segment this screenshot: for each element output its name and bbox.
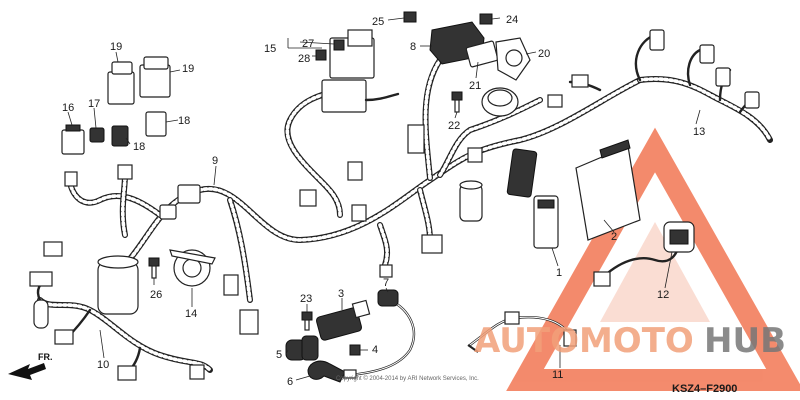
bracket-20 [495, 37, 531, 81]
drawing-code: KSZ4–F2900 [672, 383, 737, 395]
callout-2: 2 [611, 231, 617, 243]
bolt-26 [148, 257, 160, 279]
callout-7: 7 [383, 277, 389, 289]
callout-19b: 19 [182, 63, 194, 75]
callout-13: 13 [693, 126, 705, 138]
regulator-block [506, 148, 538, 198]
coil-boot-7 [377, 289, 399, 307]
callout-9: 9 [212, 155, 218, 167]
callout-15: 15 [264, 43, 276, 55]
callout-5: 5 [276, 349, 282, 361]
sub-harness-13 [568, 33, 773, 143]
callout-1: 1 [556, 267, 562, 279]
sensor-11 [467, 311, 577, 353]
fuse-28 [315, 49, 327, 61]
ignition-lead-7 [348, 298, 416, 377]
callout-12: 12 [657, 289, 669, 301]
horn-14 [169, 249, 216, 287]
callout-23: 23 [300, 293, 312, 305]
callout-8: 8 [410, 41, 416, 53]
clip-4 [349, 344, 361, 356]
watermark-part1: AUTOMOTO [474, 321, 694, 361]
ignition-coil-3 [316, 299, 371, 341]
copyright-text: Copyright © 2004-2014 by ARI Network Ser… [336, 375, 479, 382]
leader-lines [67, 17, 701, 381]
callout-14: 14 [185, 308, 197, 320]
plate-21 [465, 40, 499, 68]
relay-16 [61, 124, 85, 155]
relay-18a [111, 125, 129, 147]
callout-25: 25 [372, 16, 384, 28]
grommet-5 [285, 335, 319, 361]
bolt-24 [479, 13, 493, 25]
ecu-2 [575, 139, 641, 241]
callout-10: 10 [97, 359, 109, 371]
callout-24: 24 [506, 14, 518, 26]
callout-20: 20 [538, 48, 550, 60]
relay-18b [145, 111, 167, 137]
watermark-logo [506, 127, 800, 391]
callout-27: 27 [302, 38, 314, 50]
callout-17: 17 [88, 98, 100, 110]
callout-18b: 18 [178, 115, 190, 127]
callout-19a: 19 [110, 41, 122, 53]
callout-11: 11 [552, 369, 563, 381]
front-marker-label: FR. [38, 352, 53, 362]
callout-21: 21 [469, 80, 481, 92]
condenser-left [97, 255, 139, 315]
callout-26: 26 [150, 289, 162, 301]
relay-17 [89, 127, 105, 143]
callout-16: 16 [62, 102, 74, 114]
bolt-22 [451, 91, 463, 113]
callout-3: 3 [338, 288, 344, 300]
callout-labels: 1 2 3 4 5 6 7 8 9 10 11 12 13 14 15 16 1… [62, 14, 705, 388]
sensor-left [33, 299, 49, 329]
callout-28: 28 [298, 53, 310, 65]
fuse-27 [333, 39, 345, 51]
module-1 [533, 195, 559, 249]
front-direction-arrow: FR. [8, 352, 53, 380]
callout-18a: 18 [133, 141, 145, 153]
harness-connectors [29, 29, 760, 381]
condenser-center [459, 180, 483, 222]
meter-unit [481, 87, 519, 117]
sensor-12 [593, 221, 695, 287]
bolt-25 [403, 11, 417, 23]
plug-cap-6 [307, 360, 357, 383]
callout-22: 22 [448, 120, 460, 132]
watermark-part2: HUB [704, 321, 786, 361]
bolt-23 [301, 311, 313, 331]
watermark-text: AUTOMOTO HUB [474, 321, 786, 361]
fuse-box-15 [321, 29, 400, 113]
callout-4: 4 [372, 344, 378, 356]
relay-19a [107, 61, 135, 105]
relay-19b [139, 56, 171, 98]
callout-6: 6 [287, 376, 293, 388]
